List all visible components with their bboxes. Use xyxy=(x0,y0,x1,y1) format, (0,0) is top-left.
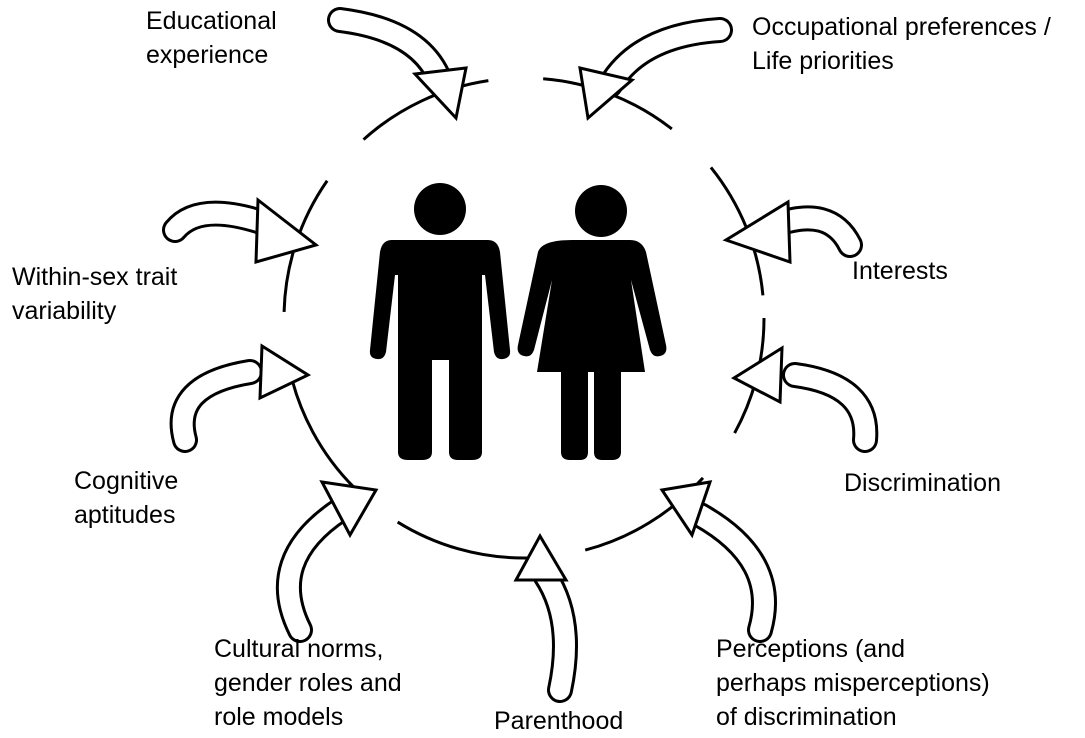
factor-interests: Interests xyxy=(852,254,948,288)
arrow-parenthood xyxy=(513,532,578,703)
label-line: Interests xyxy=(852,257,948,285)
arrow-discrimination xyxy=(730,345,879,453)
label-line: variability xyxy=(12,297,117,325)
label-line: Perceptions (and xyxy=(716,635,906,663)
label-line: aptitudes xyxy=(74,501,176,529)
factor-educational-experience: Educational experience xyxy=(146,4,277,72)
arrow-perceptions xyxy=(659,480,777,643)
factor-cultural-norms: Cultural norms, gender roles and role mo… xyxy=(214,632,402,734)
label-line: Cultural norms, xyxy=(214,635,384,663)
factor-perceptions-of-discrimination: Perceptions (and perhaps misperceptions)… xyxy=(716,632,990,734)
label-line: of discrimination xyxy=(716,703,897,731)
label-line: gender roles and xyxy=(214,669,402,697)
arrow-educational-experience xyxy=(327,7,468,122)
label-line: Occupational preferences / xyxy=(752,13,1051,41)
female-person-icon xyxy=(517,185,667,460)
central-circle xyxy=(282,76,766,560)
arrow-cognitive-aptitudes xyxy=(169,343,312,453)
male-person-icon xyxy=(369,183,511,460)
label-line: Cognitive xyxy=(74,467,179,495)
arrow-occupational-preferences xyxy=(578,17,733,121)
label-line: Discrimination xyxy=(844,469,1001,497)
factor-occupational-preferences: Occupational preferences / Life prioriti… xyxy=(752,10,1051,78)
label-line: Life priorities xyxy=(752,47,894,75)
arrow-interests xyxy=(722,199,863,265)
label-line: role models xyxy=(214,703,344,731)
label-line: Educational xyxy=(146,7,277,35)
label-line: Parenthood xyxy=(494,707,624,735)
factor-parenthood: Parenthood xyxy=(494,704,623,738)
factor-cognitive-aptitudes: Cognitive aptitudes xyxy=(74,464,178,532)
factor-within-sex-trait-variability: Within-sex trait variability xyxy=(12,260,177,328)
label-line: perhaps misperceptions) xyxy=(716,669,990,697)
label-line: Within-sex trait xyxy=(12,263,178,291)
label-line: experience xyxy=(146,41,269,69)
arrow-cultural-norms xyxy=(275,480,379,643)
arrow-within-sex-trait xyxy=(162,197,320,265)
factor-discrimination: Discrimination xyxy=(844,466,1001,500)
